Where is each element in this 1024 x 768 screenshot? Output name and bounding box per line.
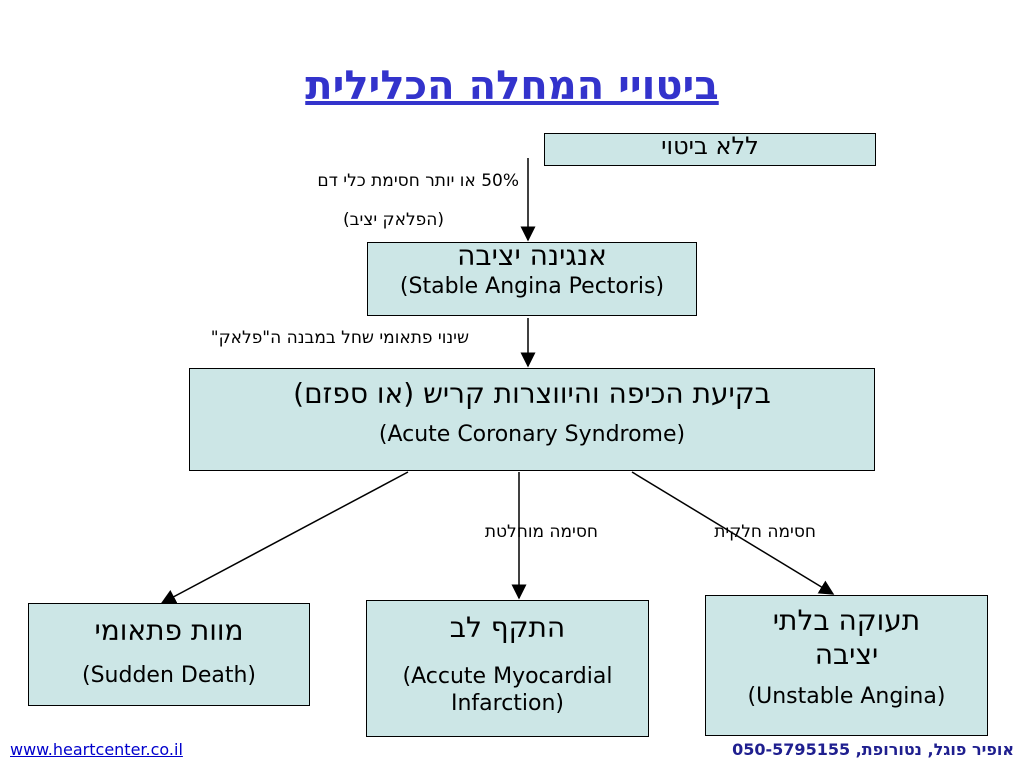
unstable-angina-he-line1: תעוקה בלתי <box>772 604 921 637</box>
mi-he: התקף לב <box>449 611 566 644</box>
author-credit: אופיר פוגל, נטורופת, 050-5795155 <box>732 740 1014 759</box>
website-link[interactable]: www.heartcenter.co.il <box>10 740 183 759</box>
sudden-death-he: מוות פתאומי <box>94 614 244 647</box>
acs-box: בקיעת הכיפה והיווצרות קריש (או ספזם) (Ac… <box>189 368 875 471</box>
stable-angina-he: אנגינה יציבה <box>457 239 607 272</box>
acs-he: בקיעת הכיפה והיווצרות קריש (או ספזם) <box>293 377 771 410</box>
acs-en: (Acute Coronary Syndrome) <box>378 421 686 447</box>
total-occlusion-label: חסימה מוחלטת <box>484 522 598 542</box>
no-expression-box: ללא ביטוי <box>544 133 876 166</box>
mi-en-line1: (Accute Myocardial <box>402 663 613 689</box>
mi-en-line2: Infarction) <box>450 691 565 717</box>
mi-box: התקף לב (Accute Myocardial Infarction) <box>366 600 649 737</box>
sudden-death-box: מוות פתאומי (Sudden Death) <box>28 603 310 706</box>
stable-angina-en: (Stable Angina Pectoris) <box>399 273 665 299</box>
no-expression-label: ללא ביטוי <box>661 132 759 160</box>
stable-angina-box: אנגינה יציבה (Stable Angina Pectoris) <box>367 239 697 316</box>
stenosis-label-line2: (הפלאק יציב) <box>343 210 444 230</box>
arrow-to-sudden-death <box>160 471 409 604</box>
unstable-angina-en: (Unstable Angina) <box>747 684 946 710</box>
sudden-death-en: (Sudden Death) <box>81 662 256 688</box>
page-title: ביטויי המחלה הכלילית <box>305 63 719 109</box>
plaque-change-label: שינוי פתאומי שחל במבנה ה"פלאק" <box>210 328 469 348</box>
partial-occlusion-label: חסימה חלקית <box>714 522 816 542</box>
unstable-angina-he-line2: יציבה <box>814 637 879 671</box>
unstable-angina-box: תעוקה בלתי יציבה (Unstable Angina) <box>705 595 988 736</box>
stenosis-label-line1: 50% או יותר חסימת כלי דם <box>317 171 519 191</box>
arrow-to-unstable-angina <box>631 471 835 595</box>
